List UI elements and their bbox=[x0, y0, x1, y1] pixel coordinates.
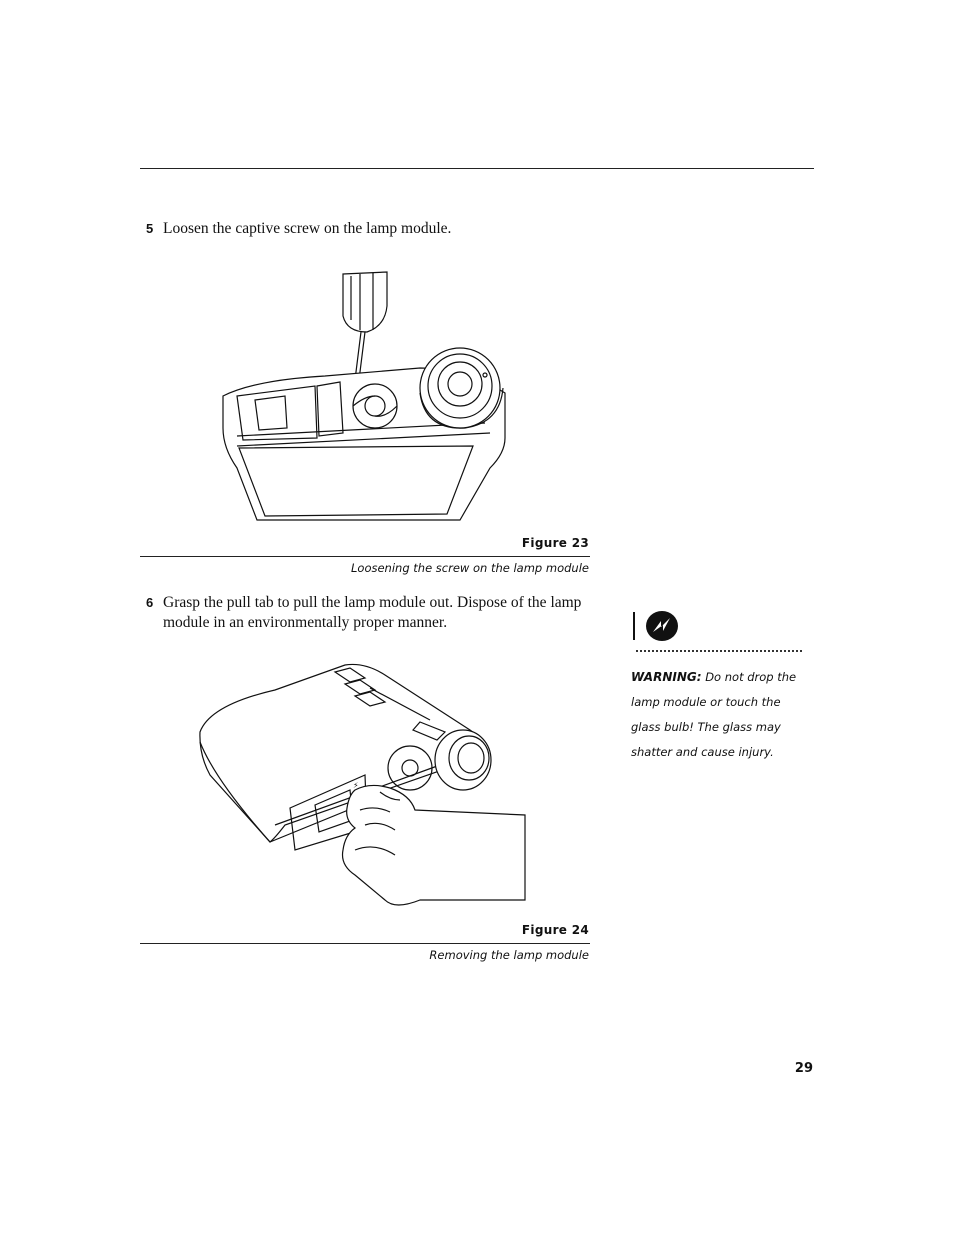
figure-24-rule bbox=[140, 943, 590, 944]
step-5: 5 Loosen the captive screw on the lamp mo… bbox=[146, 219, 593, 239]
figure-24-label: Figure 24 bbox=[521, 923, 589, 937]
figure-23-caption: Loosening the screw on the lamp module bbox=[351, 561, 589, 575]
warning-text: WARNING: Do not drop the lamp module or … bbox=[631, 665, 811, 765]
step-number: 5 bbox=[146, 221, 154, 236]
svg-text:⚡: ⚡ bbox=[353, 781, 359, 790]
step-text: Loosen the captive screw on the lamp mod… bbox=[163, 220, 452, 237]
warning-title: WARNING: bbox=[631, 670, 702, 684]
step-text: Grasp the pull tab to pull the lamp modu… bbox=[163, 594, 582, 631]
warning-icon-bar bbox=[633, 612, 635, 640]
lightning-bolt-icon bbox=[646, 611, 678, 641]
figure-24-illustration: ⚡ bbox=[199, 663, 526, 906]
top-rule bbox=[140, 168, 814, 169]
figure-23-rule bbox=[140, 556, 590, 557]
figure-23-illustration bbox=[222, 271, 506, 521]
step-number: 6 bbox=[146, 595, 154, 610]
figure-24-caption: Removing the lamp module bbox=[429, 948, 589, 962]
step-6: 6 Grasp the pull tab to pull the lamp mod… bbox=[146, 593, 593, 633]
page-number: 29 bbox=[794, 1061, 813, 1076]
figure-23-label: Figure 23 bbox=[521, 536, 589, 550]
warning-body: Do not drop the lamp module or touch the… bbox=[631, 670, 797, 759]
warning-dotted-rule bbox=[636, 650, 802, 652]
